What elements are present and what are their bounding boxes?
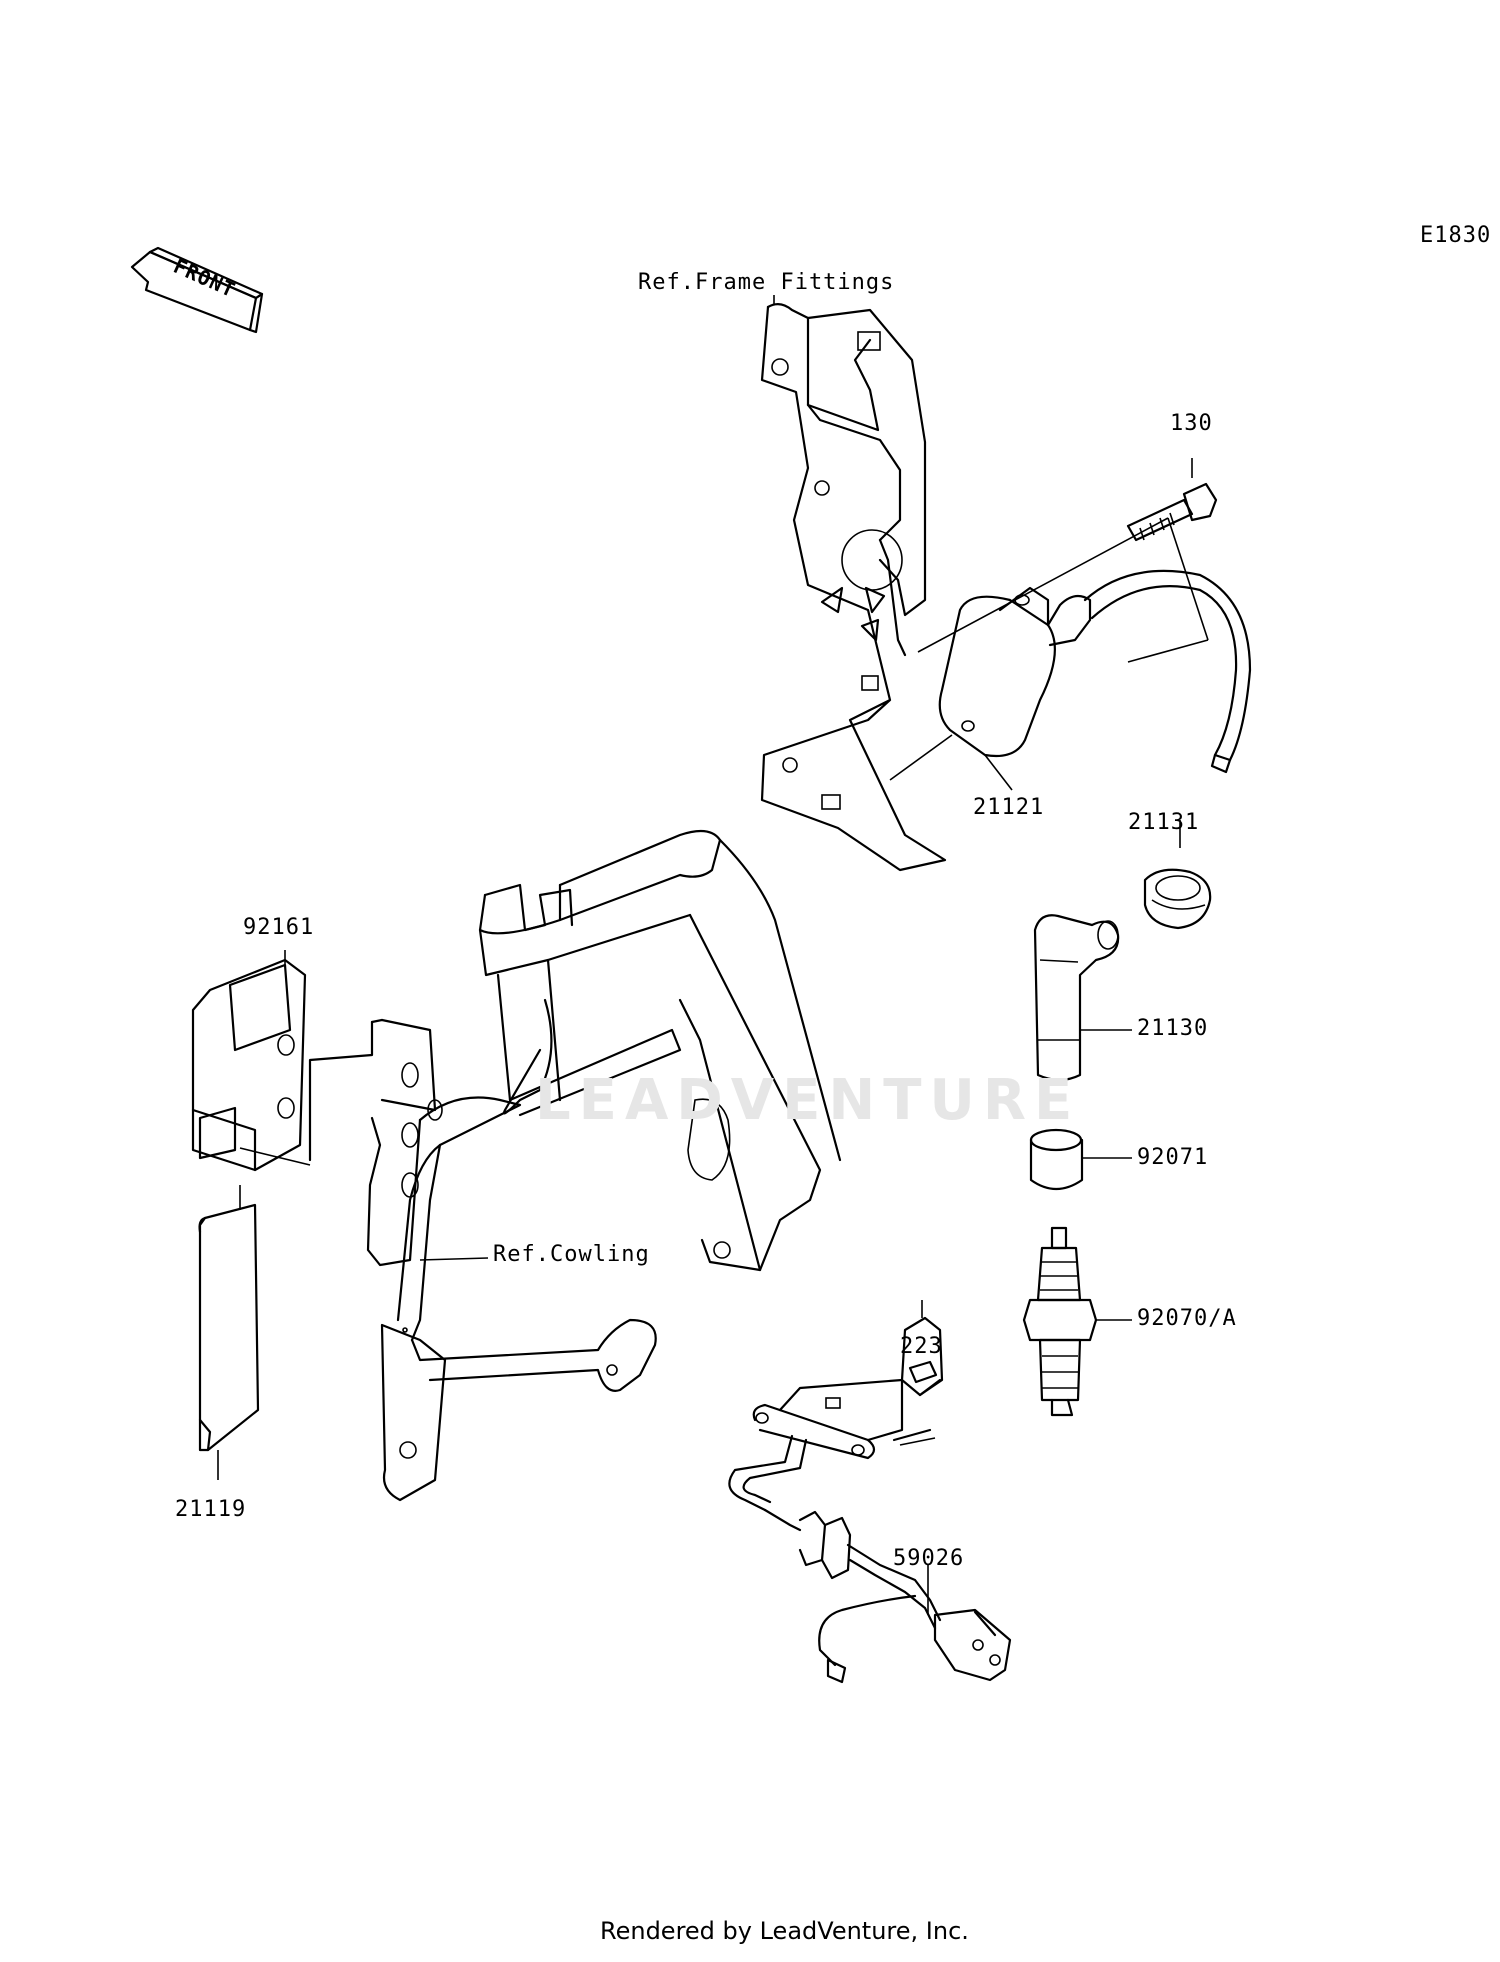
part-number-21131[interactable]: 21131 — [1128, 810, 1200, 835]
bolt-130-drawing — [1126, 482, 1218, 542]
part-number-21130[interactable]: 21130 — [1137, 1016, 1209, 1041]
part-number-92070-a[interactable]: 92070/A — [1137, 1306, 1237, 1331]
plug-cap-21131-drawing — [1143, 868, 1212, 930]
part-number-59026[interactable]: 59026 — [893, 1546, 965, 1571]
part-number-21121[interactable]: 21121 — [973, 795, 1045, 820]
part-number-223[interactable]: 223 — [900, 1334, 943, 1359]
ecu-bracket-drawing — [191, 950, 311, 1210]
part-number-21119[interactable]: 21119 — [175, 1497, 247, 1522]
ignition-coil-drawing — [938, 569, 1252, 774]
part-number-92161[interactable]: 92161 — [243, 915, 315, 940]
sensor-harness-drawing — [728, 1300, 1012, 1684]
ecu-unit-drawing — [198, 1203, 260, 1480]
spark-plug-drawing — [1022, 1226, 1132, 1417]
ref-frame-fittings-label: Ref.Frame Fittings — [638, 270, 895, 295]
footer-credit: Rendered by LeadVenture, Inc. — [600, 1917, 969, 1945]
plug-cap-21130-drawing — [1033, 914, 1132, 1082]
coil-bracket-drawing — [760, 303, 947, 872]
diagram-code: E1830 — [1420, 223, 1492, 248]
watermark-text: LEADVENTURE — [535, 1068, 1081, 1133]
ref-cowling-label: Ref.Cowling — [493, 1242, 650, 1267]
seal-92071-drawing — [1029, 1128, 1132, 1191]
part-number-130[interactable]: 130 — [1170, 411, 1213, 436]
leader-lines-upper — [773, 295, 1209, 848]
front-arrow-icon — [130, 246, 264, 334]
cowling-frame-drawing — [308, 829, 842, 1502]
part-number-92071[interactable]: 92071 — [1137, 1145, 1209, 1170]
